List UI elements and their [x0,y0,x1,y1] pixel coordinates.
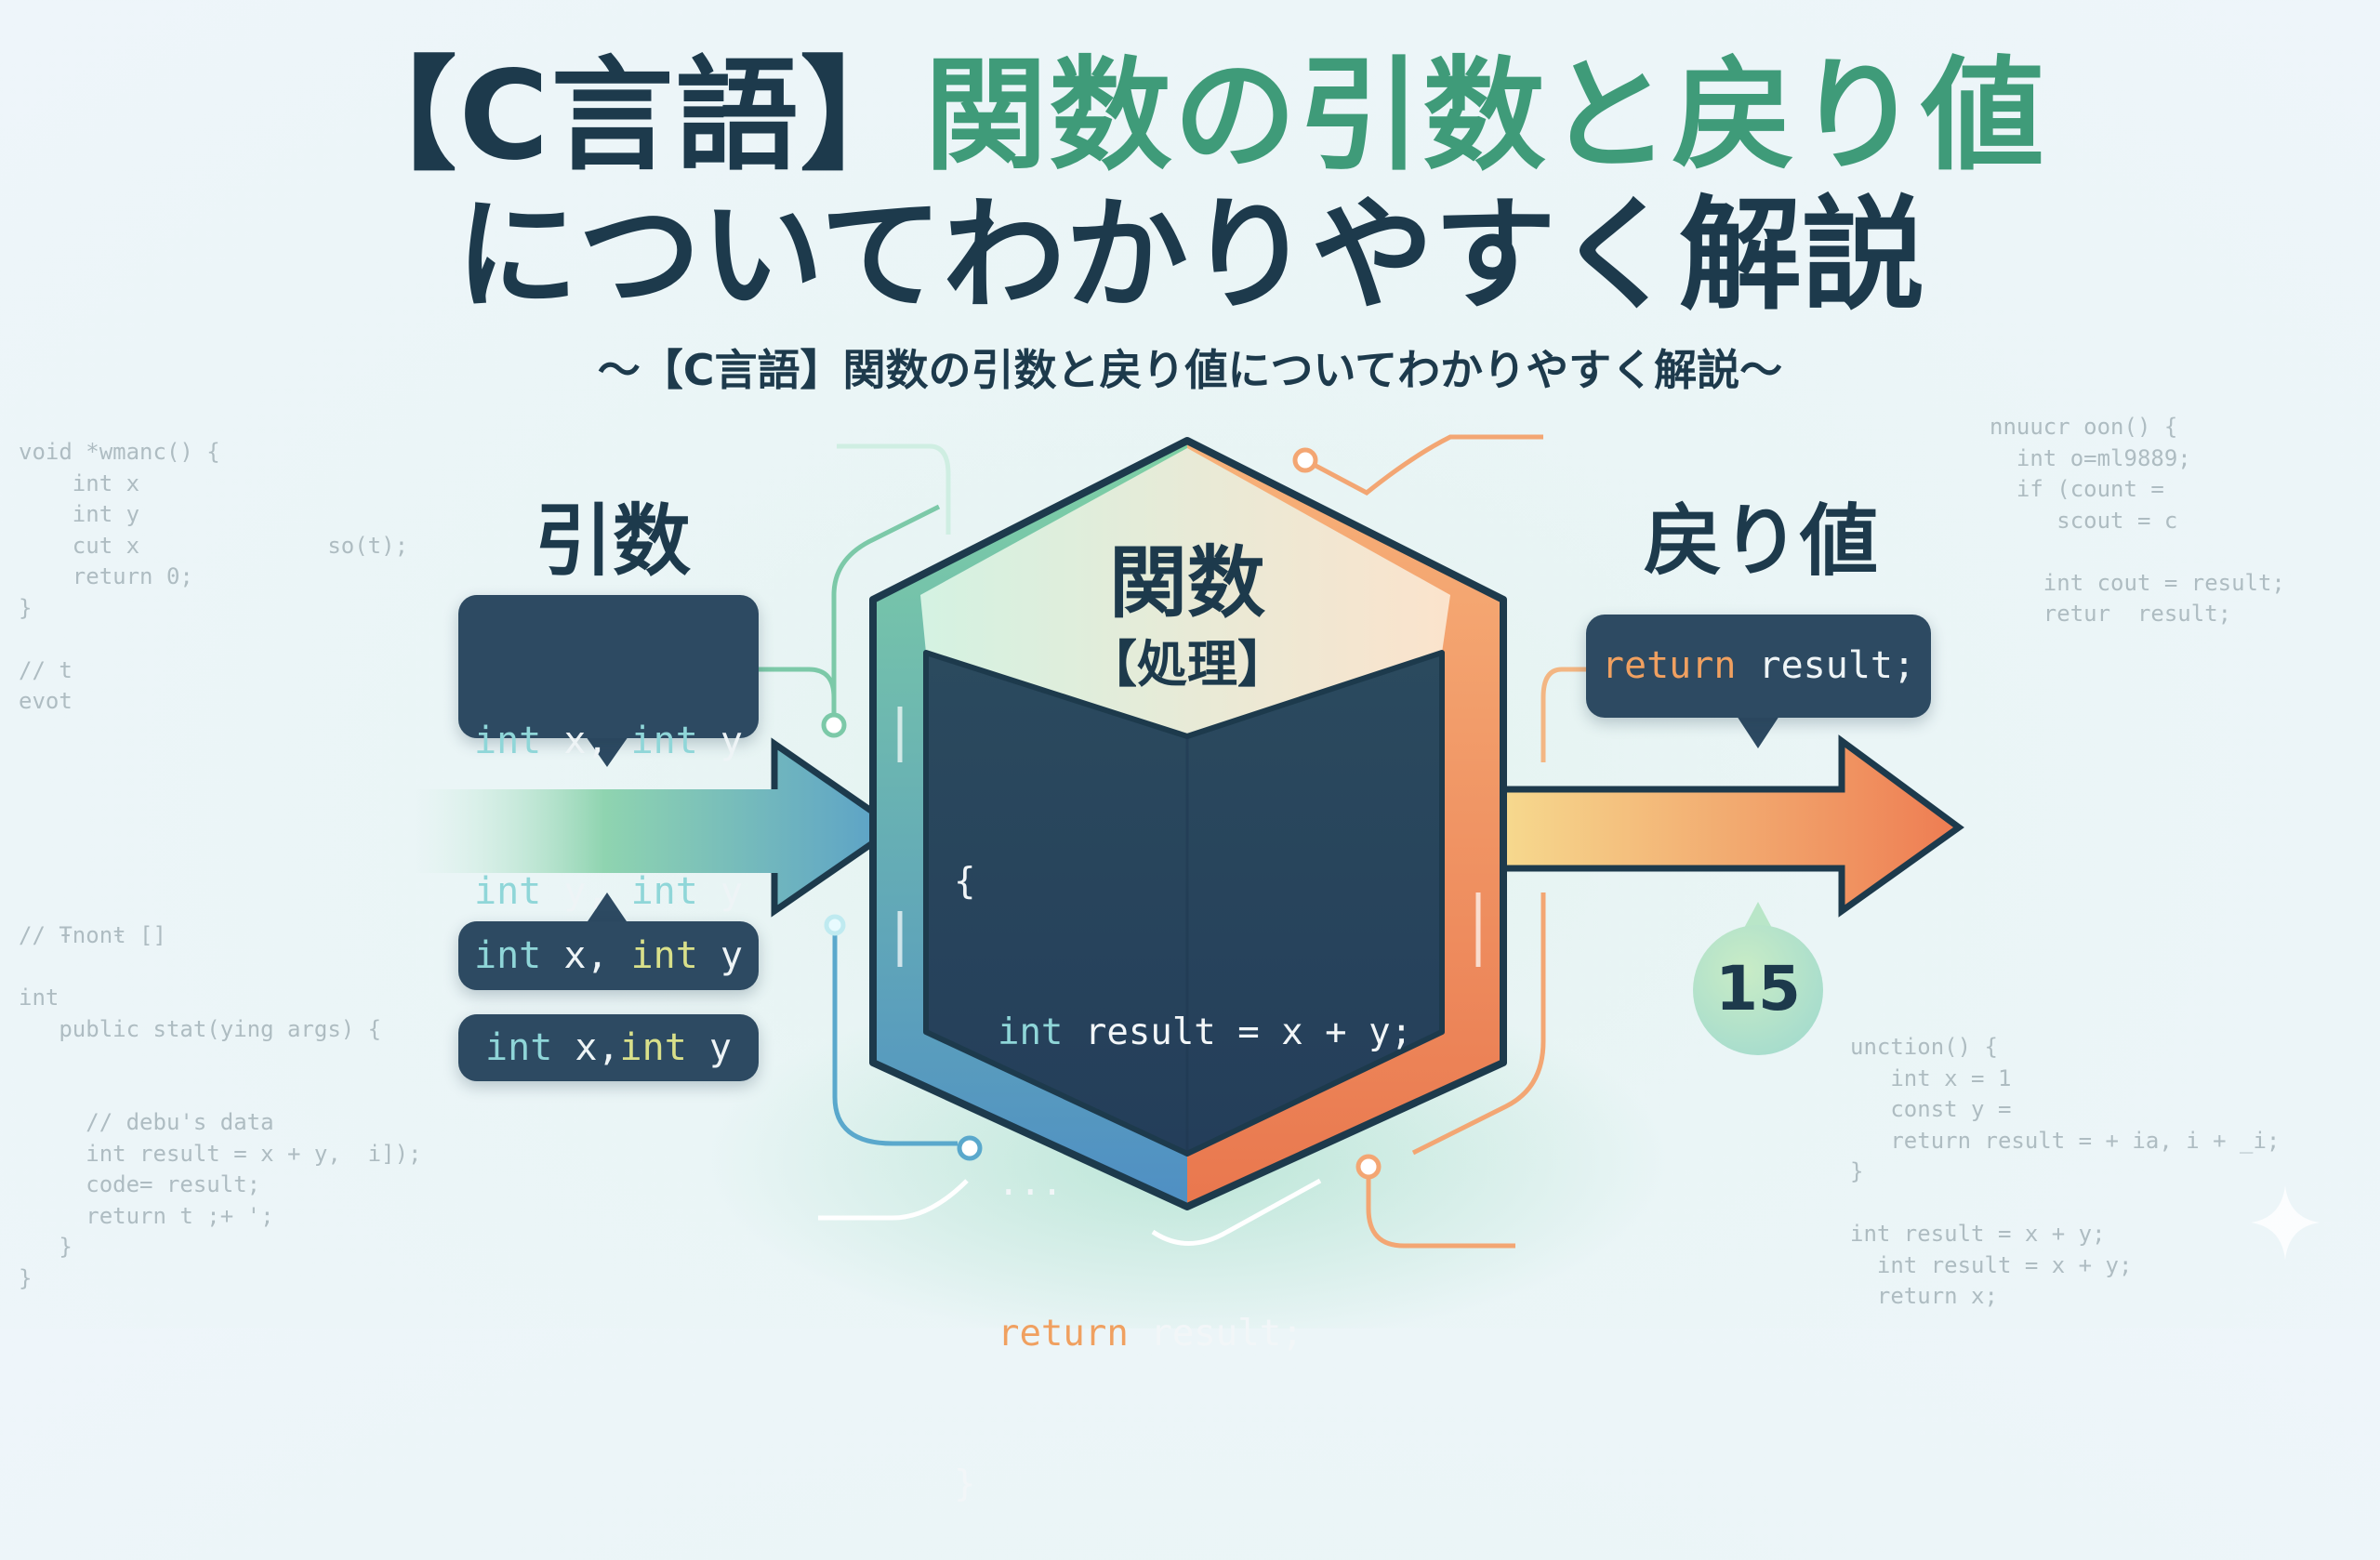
return-bubble: return result; [1586,615,1931,718]
hexagon-top-face [920,448,1450,736]
code-expression: result = x + y; [1063,1011,1413,1053]
param: y [697,720,743,762]
type-keyword: int [474,934,542,977]
circuit-line [831,504,941,716]
param: y [697,934,743,977]
type-keyword: int [474,870,542,913]
circuit-node [821,712,847,738]
circuit-line [759,667,837,716]
arguments-bubble-2: int x, int y [458,921,759,990]
title-bracket: 【C言語】 [334,45,925,188]
param: x, [541,720,631,762]
code-line: int result = x + y; [954,1008,1412,1058]
type-keyword: int [630,934,698,977]
arguments-bubble-3: int x,int y [458,1014,759,1081]
title-line-2: についてわかりやすく解説 [455,184,1925,327]
return-keyword: return [1601,644,1737,687]
result-circle [1693,925,1823,1055]
arguments-label: 引数 [535,496,692,587]
type-keyword: int [474,720,542,762]
argument-line: int x, int y [458,716,759,766]
circuit-node [957,1135,983,1161]
hexagon-outline [869,437,1507,1210]
argument-line: int y, int y [458,866,759,917]
background-code-bottom-right: unction() { int x = 1 const y = return r… [1850,1034,2281,1309]
arguments-bubble: int x, int y int y, int y [458,595,759,913]
page-title: 【C言語】関数の引数と戻り値 [0,46,2380,186]
return-expression: result; [1736,644,1916,687]
return-value-label: 戻り値 [1644,496,1879,587]
subtitle: 〜【C言語】関数の引数と戻り値についてわかりやすく解説〜 [597,345,1783,395]
result-pointer [1743,902,1773,930]
bubble-tail [586,892,628,924]
circuit-line [818,1179,969,1221]
param: y [686,1026,732,1069]
param: x, [552,1026,620,1069]
bubble-tail [1737,716,1779,748]
code-open-brace: { [954,861,976,903]
type-keyword: int [630,870,698,913]
circuit-line [1540,667,1586,762]
circuit-node [1355,1154,1382,1180]
background-code-top-left: void *wmanc() { int x int y cut x so(t);… [19,439,409,714]
circuit-line [1151,1178,1322,1246]
circuit-line [837,443,951,535]
bubble-tail [586,736,628,767]
function-hexagon [869,437,1507,1210]
circuit-line [832,930,958,1146]
function-diagram-graphic [410,434,2320,1329]
circuit-line [1411,892,1546,1156]
code-expression: result; [1128,1313,1303,1355]
output-arrow [1503,741,1959,911]
function-body-code: { int result = x + y; ... return result;… [954,757,1412,1560]
code-close-brace: } [954,1463,976,1505]
function-label: 関数 [1108,537,1265,628]
code-line: ... [954,1158,1412,1209]
param: y, [541,870,631,913]
circuit-line [1303,434,1543,496]
param: x, [541,934,631,977]
title-topic: 関数の引数と戻り値 [924,45,2046,188]
circuit-node [824,914,846,936]
circuit-lines [759,434,1586,1249]
background-code-bottom-left: // Ŧnonŧ [] int public stat(ying args) {… [19,922,422,1291]
circuit-node [1292,447,1318,473]
type-keyword: int [630,720,698,762]
sparkle-icon [2251,1185,2320,1260]
type-keyword: int [485,1026,553,1069]
code-ellipsis: ... [997,1162,1064,1204]
input-arrow [410,744,895,911]
return-keyword: return [997,1313,1129,1355]
processing-label: 【処理】 [1087,635,1288,694]
output-arrow-outline [1503,734,1964,918]
param: y [697,870,743,913]
code-line: return result; [954,1309,1412,1359]
result-value: 15 [1715,953,1801,1025]
type-keyword: int [619,1026,687,1069]
circuit-line [1366,1170,1515,1249]
type-keyword: int [997,1011,1064,1053]
background-code-top-right: nnuucr oon() { int o=ml9889; if (count =… [1990,414,2285,627]
